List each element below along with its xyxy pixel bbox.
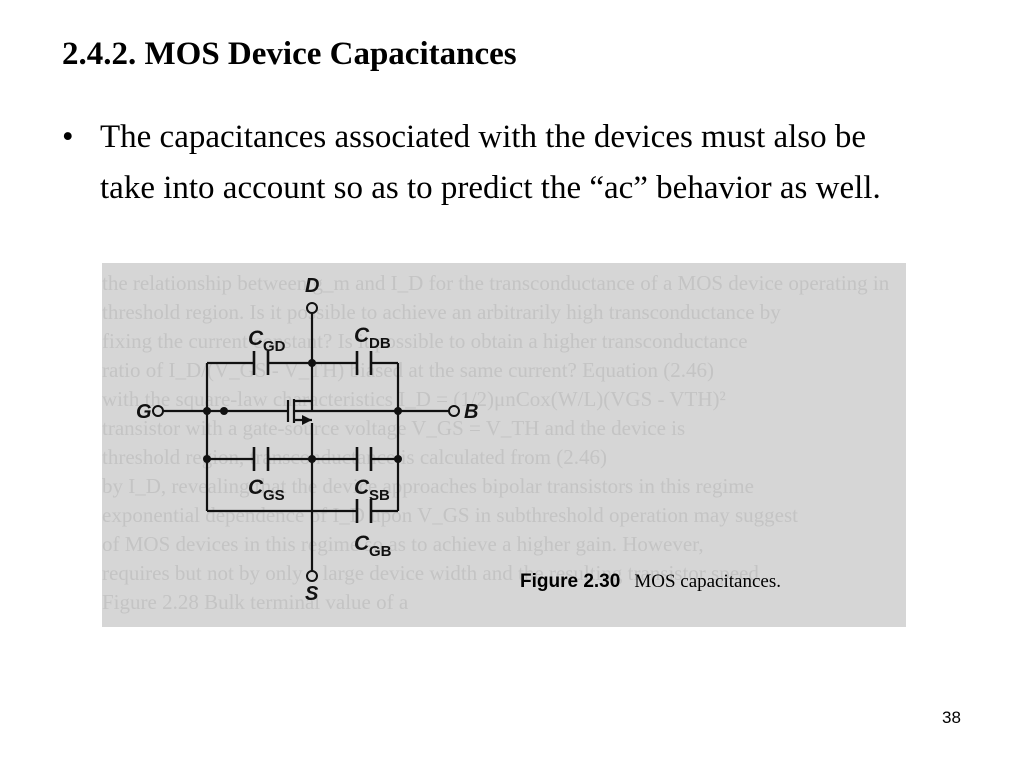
background-text-line: transistor with a gate-source voltage V_… <box>102 416 686 440</box>
figure-image: the relationship between g_m and I_D for… <box>102 263 906 627</box>
drain-terminal <box>306 302 318 314</box>
cgb-label-main: C <box>354 532 370 555</box>
cgd-label-main: C <box>248 327 264 350</box>
source-label: S <box>305 583 319 605</box>
background-text-line: threshold region. Is it possible to achi… <box>102 300 781 324</box>
cgs-label-main: C <box>248 476 264 499</box>
junction-dot <box>220 407 228 415</box>
caption-label: Figure 2.30 <box>520 571 621 592</box>
cgb-label-sub: GB <box>369 543 392 560</box>
bullet-dot: • <box>62 119 74 155</box>
gate-label: G <box>136 401 152 423</box>
cgs-label-sub: GS <box>263 487 285 504</box>
junction-dot <box>203 407 211 415</box>
background-text-line: Figure 2.28 Bulk terminal value of a <box>102 590 409 614</box>
cgd-label-sub: GD <box>263 338 286 355</box>
junction-dot <box>308 455 316 463</box>
bullet-item: • The capacitances associated with the d… <box>62 112 922 214</box>
page-number: 38 <box>942 708 961 727</box>
junction-dot <box>308 359 316 367</box>
bulk-label: B <box>464 401 478 423</box>
gate-terminal <box>152 405 164 417</box>
source-arrow-icon <box>302 415 312 425</box>
csb-label-sub: SB <box>369 487 390 504</box>
slide-title: 2.4.2. MOS Device Capacitances <box>62 36 517 72</box>
mos-capacitance-circuit: D G B S C GD C DB C GS C SB C GB <box>136 275 478 605</box>
caption-text: MOS capacitances. <box>634 571 781 592</box>
background-text-line: fixing the current constant? Is it possi… <box>102 329 748 353</box>
background-text-line: threshold region, transconductance is ca… <box>102 445 607 469</box>
background-text-line: of MOS devices in this regime so as to a… <box>102 532 704 556</box>
figure-caption: Figure 2.30 MOS capacitances. <box>520 571 781 593</box>
junction-dot <box>203 455 211 463</box>
cdb-label-main: C <box>354 324 370 347</box>
bullet-text: The capacitances associated with the dev… <box>100 119 881 206</box>
junction-dot <box>394 407 402 415</box>
background-text-line: ratio of I_D/(V_GS - V_TH) biased at the… <box>102 358 714 382</box>
cdb-label-sub: DB <box>369 335 391 352</box>
background-text-line: requires but not by only a large device … <box>102 561 759 585</box>
drain-label: D <box>305 275 319 297</box>
bulk-terminal <box>448 405 460 417</box>
background-text-line: the relationship between g_m and I_D for… <box>102 271 890 295</box>
csb-label-main: C <box>354 476 370 499</box>
background-text-line: exponential dependence of I_D upon V_GS … <box>102 503 798 527</box>
junction-dot <box>394 455 402 463</box>
background-text-line: by I_D, revealing that the device approa… <box>102 474 754 498</box>
source-terminal <box>306 570 318 582</box>
